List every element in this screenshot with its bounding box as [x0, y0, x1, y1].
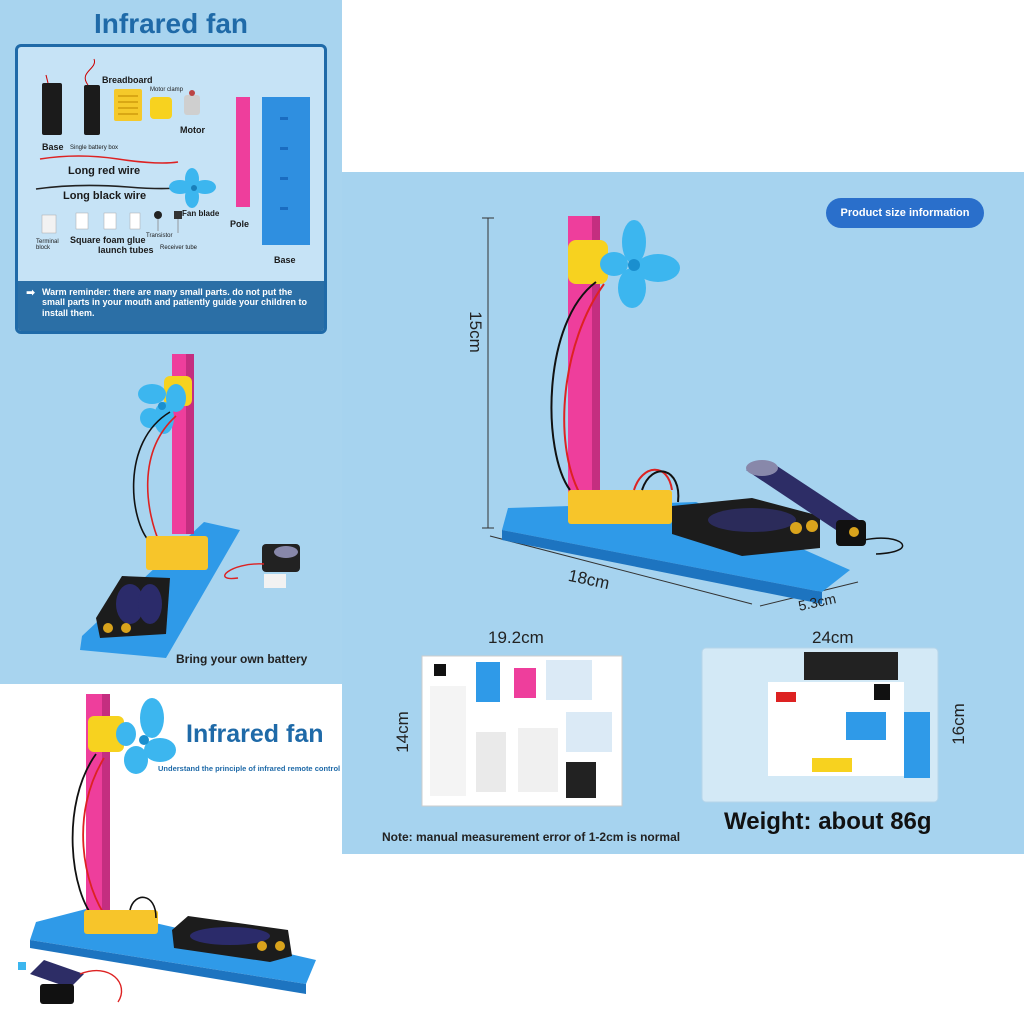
breadboard-image [114, 89, 142, 121]
arrow-right-icon: ➡ [26, 287, 36, 299]
product-size-badge: Product size information [826, 198, 984, 228]
manual-height-label: 14cm [392, 711, 412, 753]
base-small-label: Base [42, 142, 64, 152]
size-illustration [421, 216, 939, 807]
fan-base [502, 502, 850, 592]
weight-label: Weight: about 86g [724, 808, 932, 835]
warm-reminder: ➡ Warm reminder: there are many small pa… [18, 281, 324, 331]
promo-fan-blades [116, 698, 176, 774]
packaging-bag [701, 647, 939, 803]
receiver-tube-image [174, 211, 182, 219]
motor-label: Motor [180, 125, 205, 135]
bring-battery-caption: Bring your own battery [176, 652, 308, 666]
long-red-wire-label: Long red wire [68, 165, 141, 177]
promo-illustration [18, 694, 316, 1004]
promo-remote [18, 960, 123, 1004]
receiver-tube-label: Receiver tube [160, 245, 198, 251]
fan-blade-image [169, 168, 216, 208]
motor-clamp-label: Motor clamp [150, 87, 184, 93]
pole-image [236, 97, 250, 207]
single-battery-box-label: Single battery box [70, 145, 119, 151]
large-base-image [262, 97, 310, 245]
motor-image [184, 95, 200, 115]
manual-width-label: 19.2cm [488, 628, 544, 647]
instruction-manual [421, 655, 623, 807]
promo-title: Infrared fan [186, 720, 324, 748]
height-label: 15cm [465, 311, 485, 353]
motor-clamp-image [150, 97, 172, 119]
red-wire-image [39, 155, 179, 164]
breadboard-label: Breadboard [102, 75, 153, 85]
transistor-image [154, 211, 162, 219]
single-battery-holder [746, 460, 866, 546]
foam-glue-image [75, 212, 89, 230]
bag-width-label: 24cm [812, 628, 854, 647]
launch-tubes-label: launch tubes [98, 245, 154, 255]
promo-panel: Infrared fan Understand the principle of… [0, 684, 342, 1024]
black-wire-image [35, 184, 189, 190]
assembled-fan-blades [138, 384, 186, 434]
transistor-label: Transistor [146, 233, 173, 239]
parts-card: Breadboard Motor clamp Base Single batte… [15, 44, 327, 334]
fan-blade-label: Fan blade [182, 209, 220, 218]
measurement-note: Note: manual measurement error of 1-2cm … [382, 830, 681, 844]
product-size-panel: Product size information 15cm 18cm 5.3cm… [342, 172, 1024, 854]
fan-blades [600, 220, 680, 308]
base-part-image [42, 83, 62, 135]
fan-motor [568, 240, 608, 284]
base-large-label: Base [274, 255, 296, 265]
bag-height-label: 16cm [948, 703, 968, 745]
parts-panel-title: Infrared fan [93, 8, 249, 39]
assembled-fan-illustration [80, 354, 300, 658]
terminal-block-image [41, 214, 57, 234]
parts-illustration [35, 58, 310, 245]
parts-list-panel: Infrared fan [0, 0, 342, 342]
pole-label: Pole [230, 219, 250, 229]
fan-breadboard [568, 490, 672, 524]
long-black-wire-label: Long black wire [63, 190, 147, 202]
length-dimension-line [489, 535, 753, 605]
square-foam-glue-label: Square foam glue [70, 235, 146, 245]
assembled-fan-panel: Bring your own battery [0, 342, 342, 684]
warm-reminder-text: Warm reminder: there are many small part… [42, 287, 308, 318]
terminal-block-label: Terminal block [36, 239, 59, 251]
single-battery-box-image [84, 85, 100, 135]
promo-subtitle: Understand the principle of infrared rem… [158, 764, 341, 773]
